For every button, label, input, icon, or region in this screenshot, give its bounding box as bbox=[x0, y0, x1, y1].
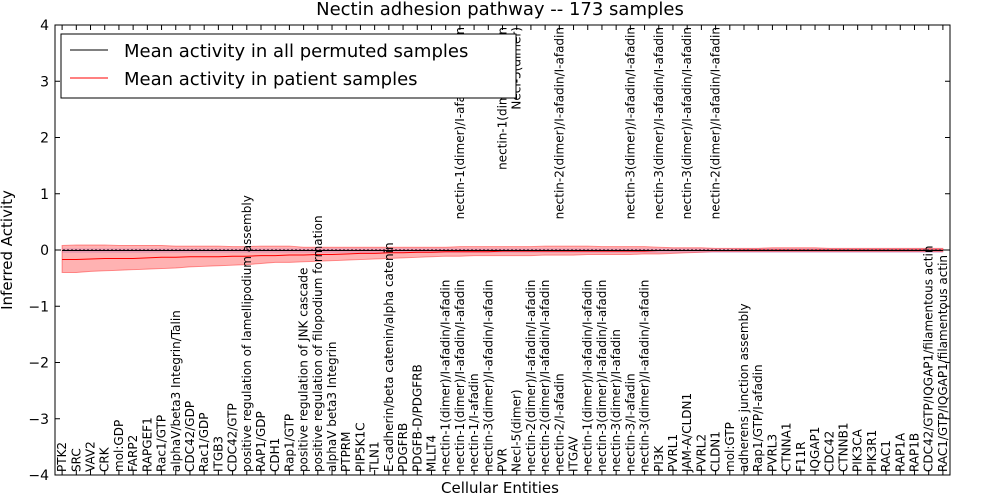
x-tick-label: CDC42/GTP bbox=[226, 403, 240, 472]
x-tick-label: nectin-3(dimer)/I-afadin/I-afadin bbox=[595, 280, 609, 472]
x-tick-label: PTPRM bbox=[339, 432, 353, 473]
x-tick-label: TLN1 bbox=[368, 441, 382, 473]
y-tick-label: −4 bbox=[28, 468, 49, 484]
x-tick-label: nectin-1(dimer)/I-afadin/I-afadin bbox=[581, 280, 595, 472]
x-tick-label: PDGFRB bbox=[396, 423, 410, 472]
y-tick-label: 1 bbox=[40, 187, 49, 203]
x-tick-label: Rac1/GDP bbox=[197, 413, 211, 472]
x-tick-label-top: nectin-3(dimer)/I-afadin/I-afadin bbox=[623, 27, 637, 219]
x-tick-label: IQGAP1 bbox=[808, 427, 822, 472]
x-tick-label: PIK3R1 bbox=[865, 430, 879, 472]
x-tick-label: VAV2 bbox=[84, 441, 98, 472]
x-tick-label: PVR bbox=[496, 448, 510, 472]
x-tick-label: CTNNA1 bbox=[780, 422, 794, 472]
x-tick-label: CDH1 bbox=[268, 438, 282, 472]
x-tick-label: E-cadherin/beta catenin/alpha catenin bbox=[382, 242, 396, 472]
x-tick-label: nectin-1(dimer)/I-afadin/I-afadin bbox=[453, 280, 467, 472]
y-tick-label: 0 bbox=[40, 243, 49, 259]
x-tick-label: MLLT4 bbox=[424, 435, 438, 472]
x-tick-label: SRC bbox=[69, 448, 83, 472]
x-tick-label: nectin-1(dimer)/I-afadin/I-afadin bbox=[439, 280, 453, 472]
y-tick-label: −1 bbox=[28, 299, 49, 315]
x-tick-label: nectin-2/I-afadin bbox=[552, 373, 566, 472]
x-tick-label: RAP1B bbox=[907, 433, 921, 472]
x-tick-label-top: nectin-3(dimer)/I-afadin/I-afadin bbox=[652, 27, 666, 219]
legend-label-permuted: Mean activity in all permuted samples bbox=[124, 41, 468, 62]
x-tick-label: alphaV beta3 Integrin bbox=[325, 341, 339, 472]
x-axis-label: Cellular Entities bbox=[441, 479, 559, 497]
x-tick-label: Necl-5(dimer) bbox=[510, 389, 524, 472]
x-tick-label: mol:GDP bbox=[112, 420, 126, 472]
x-tick-label: ITGB3 bbox=[211, 436, 225, 472]
x-tick-label: nectin-2(dimer)/I-afadin/I-afadin bbox=[538, 280, 552, 472]
x-tick-label-top: nectin-3(dimer)/I-afadin/I-afadin bbox=[680, 27, 694, 219]
x-tick-label: RAP1/GDP bbox=[254, 411, 268, 472]
x-tick-label: PIP5K1C bbox=[353, 422, 367, 472]
x-tick-label: positive regulation of filopodium format… bbox=[311, 215, 325, 472]
legend: Mean activity in all permuted samples Me… bbox=[60, 33, 517, 99]
x-tick-label: FARP2 bbox=[126, 435, 140, 472]
x-tick-label: nectin-2(dimer)/I-afadin/I-afadin bbox=[524, 280, 538, 472]
y-tick-label: 2 bbox=[40, 131, 49, 147]
x-tick-label: nectin-3(dimer)/I-afadin/I-afadin bbox=[638, 280, 652, 472]
x-tick-label: Rac1/GTP bbox=[155, 415, 169, 472]
x-tick-label: positive regulation of JNK cascade bbox=[297, 268, 311, 472]
y-axis-label: Inferred Activity bbox=[0, 190, 16, 310]
x-tick-label: nectin-1/I-afadin bbox=[467, 373, 481, 472]
x-tick-label: positive regulation of lamellipodium ass… bbox=[240, 195, 254, 472]
x-tick-label: PVRL3 bbox=[765, 434, 779, 472]
y-tick-labels: −4 −3 −2 −1 0 1 2 3 4 bbox=[28, 18, 49, 484]
x-tick-label: PVRL2 bbox=[694, 434, 708, 472]
legend-label-patient: Mean activity in patient samples bbox=[124, 69, 418, 90]
x-tick-label: RAC1/GTP/IQGAP1/filamentous actin bbox=[936, 255, 950, 472]
x-tick-label: adherens junction assembly bbox=[737, 303, 751, 472]
x-tick-label: CLDN1 bbox=[709, 431, 723, 472]
x-tick-label: ITGAV bbox=[567, 435, 581, 472]
x-tick-label: PDGFB-D/PDGFRB bbox=[410, 364, 424, 472]
y-tick-label: 4 bbox=[40, 18, 49, 34]
x-tick-label: CTNNB1 bbox=[836, 422, 850, 472]
band-patient bbox=[61, 244, 944, 273]
x-tick-label-top: nectin-2(dimer)/I-afadin/I-afadin bbox=[709, 27, 723, 219]
plot-frame bbox=[54, 24, 951, 476]
x-tick-label: RAPGEF1 bbox=[140, 417, 154, 472]
x-tick-label-top: nectin-2(dimer)/I-afadin/I-afadin bbox=[552, 27, 566, 219]
x-tick-label: RAC1 bbox=[879, 440, 893, 472]
x-tick-label: JAM-A/CLDN1 bbox=[680, 393, 694, 473]
axis-ticks bbox=[55, 24, 950, 476]
x-tick-label: PI3K bbox=[652, 445, 666, 472]
x-tick-label: nectin-3/I-afadin bbox=[623, 373, 637, 472]
x-tick-label: CDC42 bbox=[822, 431, 836, 472]
chart-title: Nectin adhesion pathway -- 173 samples bbox=[316, 0, 684, 20]
x-tick-label: nectin-3(dimer)/I-afadin/I-afadin bbox=[481, 280, 495, 472]
x-tick-label: F11R bbox=[794, 441, 808, 472]
x-tick-label: nectin-3(dimer)/I-afadin bbox=[609, 329, 623, 472]
y-tick-label: −3 bbox=[28, 412, 49, 428]
series-lines bbox=[55, 249, 950, 261]
x-tick-label: CRK bbox=[98, 446, 112, 472]
x-tick-label: Rap1/GTP/I-afadin bbox=[751, 364, 765, 472]
x-tick-label: mol:GTP bbox=[723, 422, 737, 472]
x-tick-label: PIK3CA bbox=[851, 428, 865, 472]
y-tick-label: −2 bbox=[28, 356, 49, 372]
x-tick-label: CDC42/GTP/IQGAP1/filamentous actin bbox=[922, 246, 936, 472]
x-tick-label: Rap1/GTP bbox=[282, 414, 296, 472]
x-tick-label: PVRL1 bbox=[666, 434, 680, 472]
x-tick-label: alphaV/beta3 Integrin/Talin bbox=[169, 310, 183, 472]
legend-box bbox=[60, 33, 517, 99]
x-tick-label: RAP1A bbox=[893, 432, 907, 472]
y-tick-label: 3 bbox=[40, 74, 49, 90]
x-tick-label: CDC42/GDP bbox=[183, 401, 197, 472]
x-tick-label: PTK2 bbox=[55, 442, 69, 472]
